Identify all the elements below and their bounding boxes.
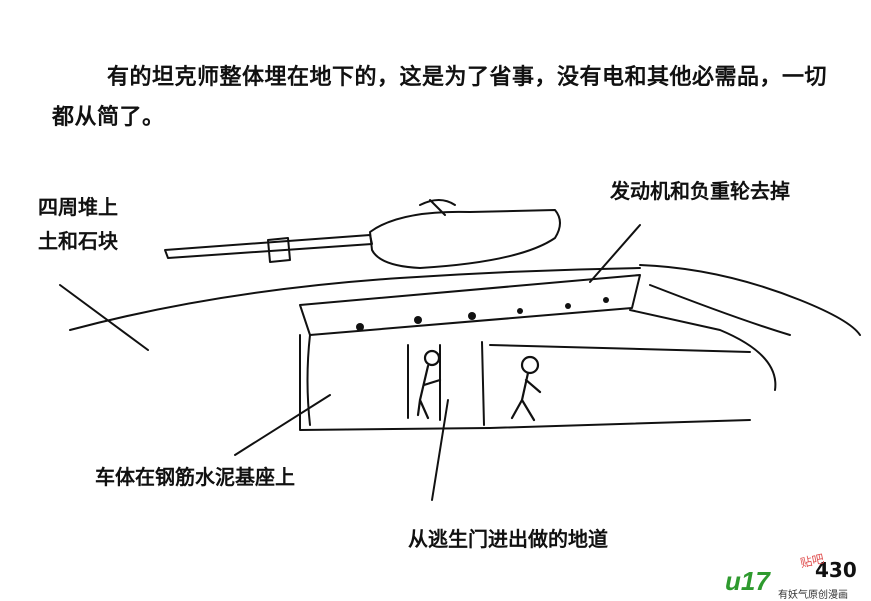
turret-hatch	[419, 199, 456, 216]
label-concrete-base: 车体在钢筋水泥基座上	[95, 465, 295, 489]
hull-rivets	[356, 297, 609, 331]
label-dirt-line2: 土和石块	[38, 229, 118, 253]
turret	[369, 209, 561, 269]
label-engine-removed: 发动机和负重轮去掉	[610, 179, 790, 203]
earth-mound-right	[639, 264, 861, 336]
figure-walking	[510, 355, 542, 422]
caption-body: 有的坦克师整体埋在地下的，这是为了省事，没有电和其他必需品，一切都从简了。	[52, 65, 828, 130]
label-surrounding-dirt: 四周堆上 土和石块	[38, 190, 118, 258]
earth-right-lower	[649, 284, 791, 336]
label-escape-tunnel: 从逃生门进出做的地道	[408, 527, 608, 551]
pointer-dirt	[59, 284, 149, 351]
pointer-engine	[589, 224, 641, 283]
page-number: 430	[815, 558, 857, 582]
earth-mound-left	[69, 267, 641, 331]
muzzle-brake	[267, 237, 291, 263]
watermark-logo: u17	[725, 566, 770, 596]
pointer-base	[234, 394, 331, 456]
pointer-tunnel	[431, 399, 449, 501]
hull-top	[299, 274, 641, 336]
base-right	[489, 309, 777, 391]
concrete-base	[299, 334, 491, 431]
figure-in-door	[416, 349, 442, 420]
label-dirt-line1: 四周堆上	[38, 195, 118, 219]
watermark-sub: 有妖气原创漫画	[778, 590, 848, 601]
base-floor	[489, 419, 751, 429]
caption-text: 有的坦克师整体埋在地下的，这是为了省事，没有电和其他必需品，一切都从简了。	[52, 58, 842, 138]
